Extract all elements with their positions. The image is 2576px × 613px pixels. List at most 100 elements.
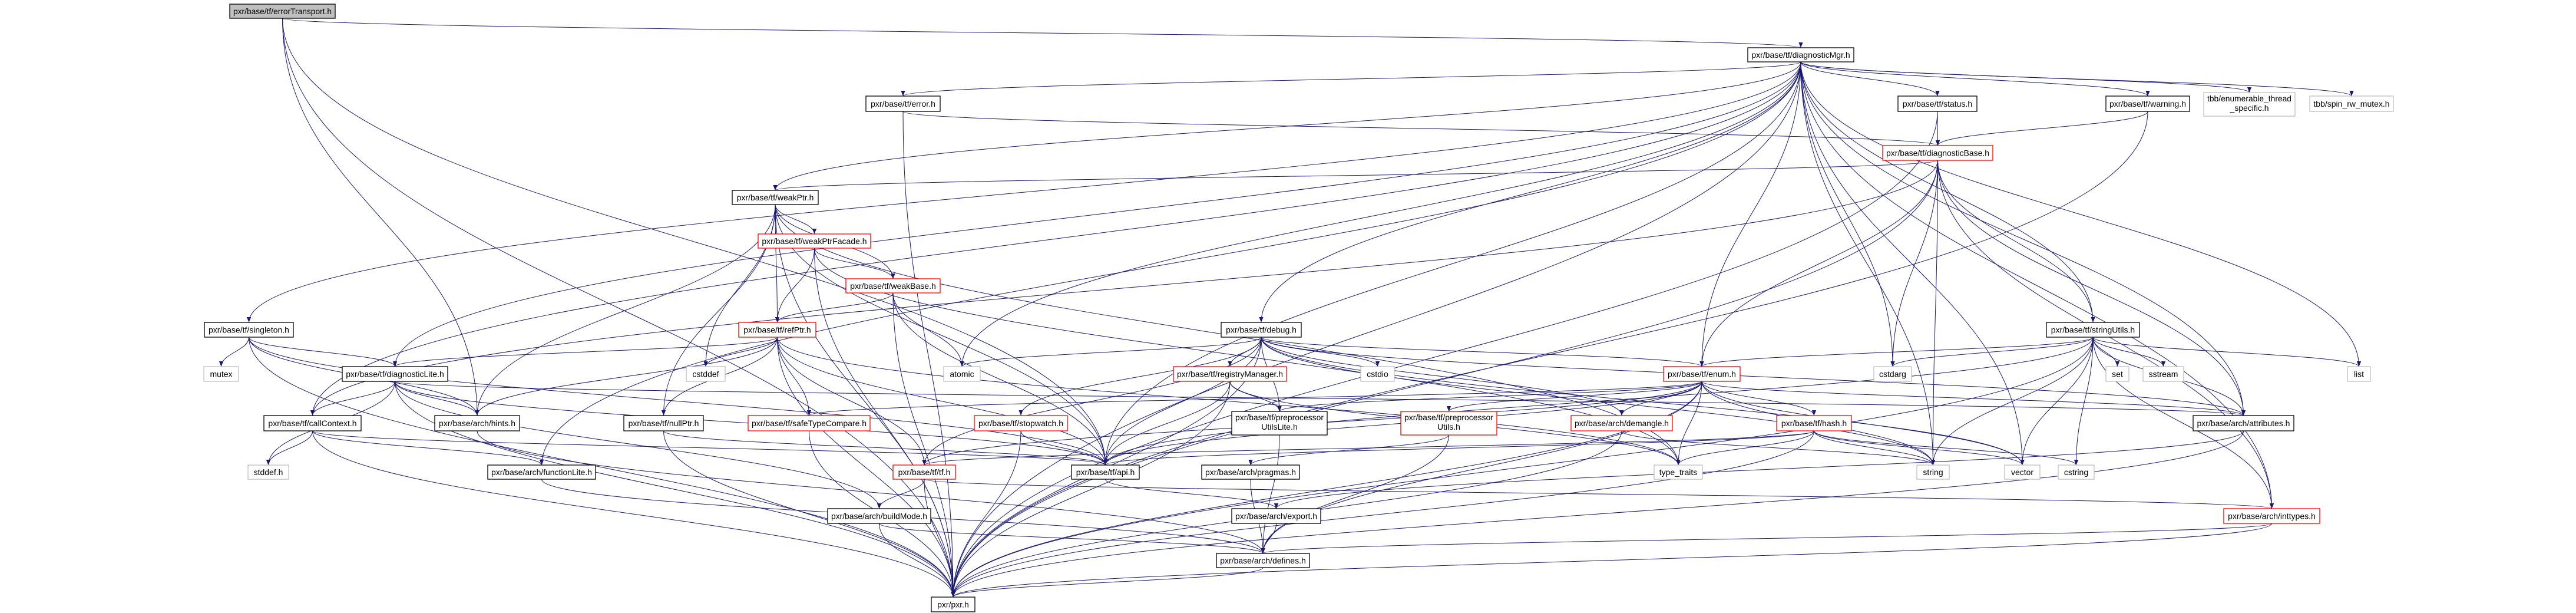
node-box [1216, 553, 1310, 568]
node-box [732, 190, 819, 205]
node-label: pxr/base/tf/stopwatch.h [978, 418, 1063, 428]
edge-stringUtils-to-pxr [951, 337, 2094, 598]
node-label: pxr/base/tf/error.h [871, 99, 935, 108]
node-label: pxr/base/tf/weakPtr.h [737, 193, 814, 202]
node-box [203, 366, 239, 382]
node-weakPtrFacade[interactable]: pxr/base/tf/weakPtrFacade.h [758, 233, 871, 249]
node-box [1231, 411, 1328, 436]
node-callContext[interactable]: pxr/base/tf/callContext.h [263, 415, 362, 431]
node-stringUtils[interactable]: pxr/base/tf/stringUtils.h [2046, 322, 2140, 338]
node-label: pxr/base/tf/errorTransport.h [233, 6, 332, 16]
node-stopwatch[interactable]: pxr/base/tf/stopwatch.h [974, 415, 1068, 431]
node-tbbspin: tbb/spin_rw_mutex.h [2309, 95, 2394, 112]
node-export[interactable]: pxr/base/arch/export.h [1231, 508, 1321, 524]
edge-enum-to-vector [1701, 381, 2025, 466]
node-box [1882, 145, 1993, 161]
node-cstring: cstring [2058, 464, 2095, 480]
node-label: pxr/base/arch/defines.h [1220, 556, 1306, 565]
edge-weakPtr-to-hints [475, 204, 776, 416]
edge-weakPtr-to-api [775, 204, 1108, 466]
edge-callContext-to-api [312, 430, 1107, 466]
edge-weakPtr-to-pxr [775, 204, 955, 598]
node-box [1201, 464, 1300, 480]
edge-debug-to-demangle [1261, 337, 1624, 416]
node-label: pxr/base/tf/diagnosticMgr.h [1751, 50, 1850, 60]
node-pxr[interactable]: pxr/pxr.h [931, 596, 975, 612]
edge-diagnosticMgr-to-callContext [310, 61, 1801, 416]
edge-diagnosticBase-to-stringUtils [1937, 160, 2095, 323]
node-box [738, 322, 816, 338]
node-label: pxr/base/arch/functionLite.h [491, 467, 592, 477]
edge-weakPtr-to-weakPtrFacade [775, 204, 817, 235]
node-label: pxr/base/tf/singleton.h [209, 325, 289, 335]
node-buildMode[interactable]: pxr/base/arch/buildMode.h [827, 508, 931, 524]
edge-stringUtils-to-cstring [2074, 337, 2094, 466]
node-error[interactable]: pxr/base/tf/error.h [865, 95, 941, 112]
edge-refPtr-to-cstddef [703, 337, 778, 367]
node-box [342, 366, 448, 382]
edge-diagnosticBase-to-weakPtr [773, 160, 1938, 191]
node-refPtr[interactable]: pxr/base/tf/refPtr.h [738, 322, 816, 338]
edges [219, 18, 2362, 598]
edge-ppUtils-to-defines [1261, 434, 1449, 554]
node-diagnosticBase[interactable]: pxr/base/tf/diagnosticBase.h [1882, 145, 1993, 161]
node-errorTransport[interactable]: pxr/base/tf/errorTransport.h [229, 4, 336, 19]
node-pragmas[interactable]: pxr/base/arch/pragmas.h [1201, 464, 1300, 480]
edge-debug-to-tf [922, 337, 1262, 466]
edge-demangle-to-string [1621, 430, 1935, 466]
edge-diagnosticMgr-to-debug [1259, 61, 1801, 323]
edge-callContext-to-stddef [266, 430, 313, 466]
edge-debug-to-api [1103, 337, 1262, 466]
node-tf[interactable]: pxr/base/tf/tf.h [892, 464, 956, 480]
node-registryManager[interactable]: pxr/base/tf/registryManager.h [1173, 366, 1287, 382]
edge-registryManager-to-pxr [951, 381, 1231, 598]
edge-weakBase-to-atomic [892, 292, 964, 367]
edge-diagnosticMgr-to-enum [1699, 61, 1801, 367]
node-string: string [1916, 464, 1950, 480]
edge-singleton-to-diagnosticLite [249, 337, 398, 367]
node-api[interactable]: pxr/base/tf/api.h [1071, 464, 1140, 480]
node-hash[interactable]: pxr/base/tf/hash.h [1776, 415, 1852, 431]
node-nullPtr[interactable]: pxr/base/tf/nullPtr.h [623, 415, 704, 431]
node-warning[interactable]: pxr/base/tf/warning.h [2105, 95, 2190, 112]
node-attributes[interactable]: pxr/base/arch/attributes.h [2193, 415, 2294, 431]
edge-diagnosticLite-to-pxr [395, 381, 955, 598]
edge-defines-to-pxr [951, 567, 1264, 598]
node-box [892, 464, 956, 480]
node-weakPtr[interactable]: pxr/base/tf/weakPtr.h [732, 190, 819, 205]
node-weakBase[interactable]: pxr/base/tf/weakBase.h [845, 278, 941, 294]
node-label: cstdarg [1879, 370, 1906, 379]
node-debug[interactable]: pxr/base/tf/debug.h [1221, 322, 1302, 338]
node-diagnosticLite[interactable]: pxr/base/tf/diagnosticLite.h [342, 366, 448, 382]
node-label: pxr/base/tf/enum.h [1668, 370, 1736, 379]
node-box [434, 415, 520, 431]
node-singleton[interactable]: pxr/base/tf/singleton.h [204, 322, 294, 338]
node-label: pxr/base/arch/pragmas.h [1205, 467, 1296, 477]
node-defines[interactable]: pxr/base/arch/defines.h [1216, 553, 1310, 568]
edge-weakBase-to-refPtr [775, 292, 894, 323]
edge-stringUtils-to-cstdarg [1890, 337, 2094, 367]
node-inttypes[interactable]: pxr/base/arch/inttypes.h [2223, 508, 2320, 524]
node-label: type_traits [1659, 467, 1698, 477]
node-demangle[interactable]: pxr/base/arch/demangle.h [1570, 415, 1673, 431]
node-enum[interactable]: pxr/base/tf/enum.h [1663, 366, 1741, 382]
node-cstdio: cstdio [1360, 366, 1395, 382]
node-diagnosticMgr[interactable]: pxr/base/tf/diagnosticMgr.h [1747, 47, 1854, 62]
node-label: pxr/base/tf/debug.h [1226, 325, 1297, 335]
node-box [931, 596, 975, 612]
node-safeTypeCompare[interactable]: pxr/base/tf/safeTypeCompare.h [748, 415, 871, 431]
edge-diagnosticBase-to-pxr [951, 160, 1938, 598]
edge-hints-to-defines [477, 430, 1265, 554]
node-status[interactable]: pxr/base/tf/status.h [1897, 95, 1978, 112]
edge-debug-to-stopwatch [1019, 337, 1262, 416]
edge-refPtr-to-hints [475, 337, 778, 416]
node-label: pxr/pxr.h [937, 600, 969, 609]
node-hints[interactable]: pxr/base/arch/hints.h [434, 415, 520, 431]
edge-refPtr-to-type_traits [777, 337, 1681, 466]
node-functionLite[interactable]: pxr/base/arch/functionLite.h [487, 464, 596, 480]
edge-diagnosticBase-to-attributes [1937, 160, 2246, 416]
node-label: tbb/spin_rw_mutex.h [2313, 99, 2389, 108]
